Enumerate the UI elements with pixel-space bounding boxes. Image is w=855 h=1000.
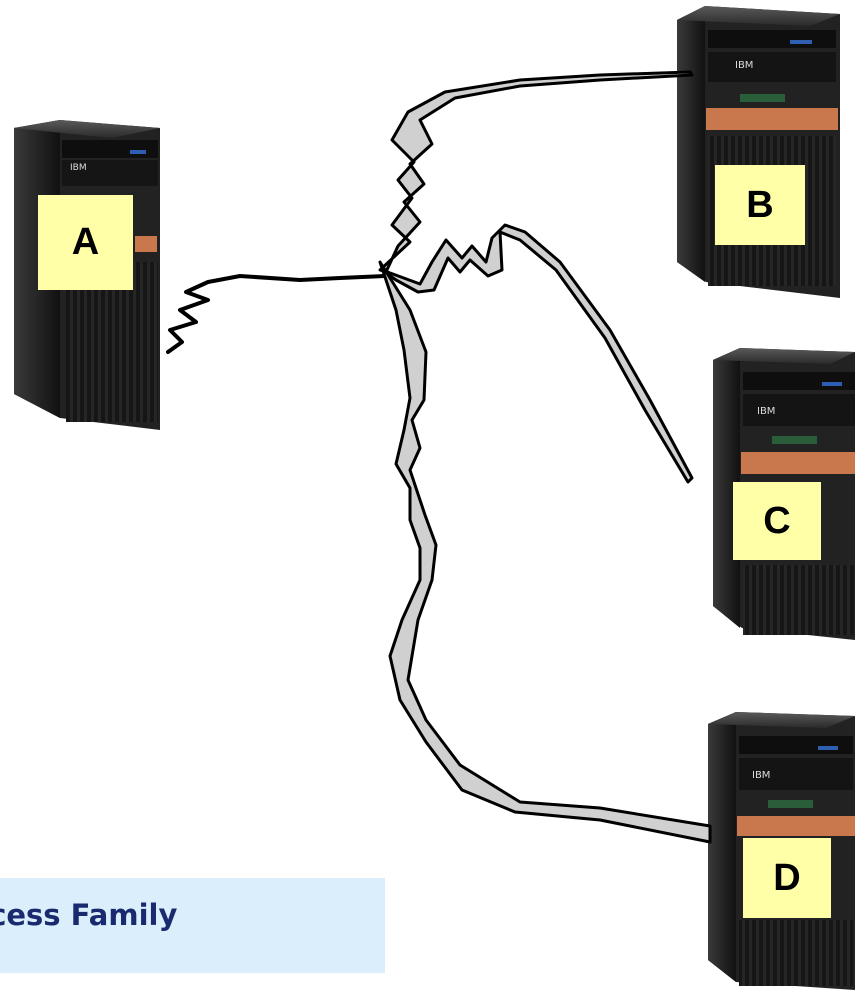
cable-a (166, 274, 387, 354)
server-c-label: C (733, 482, 821, 560)
server-b: IBM (677, 6, 840, 298)
svg-text:IBM: IBM (752, 770, 770, 781)
caption-title: ccess Family (0, 898, 178, 932)
server-a-label: A (38, 195, 133, 290)
cable-c (380, 223, 694, 484)
server-b-label: B (715, 165, 805, 245)
network-cables (166, 70, 712, 844)
caption-box: ccess Family (0, 878, 385, 973)
svg-text:IBM: IBM (70, 163, 87, 173)
svg-text:IBM: IBM (757, 406, 775, 417)
svg-text:IBM: IBM (735, 60, 753, 71)
server-d-label: D (743, 838, 831, 918)
cable-b (378, 70, 694, 274)
cable-d (378, 260, 712, 844)
server-d: IBM (708, 712, 855, 990)
